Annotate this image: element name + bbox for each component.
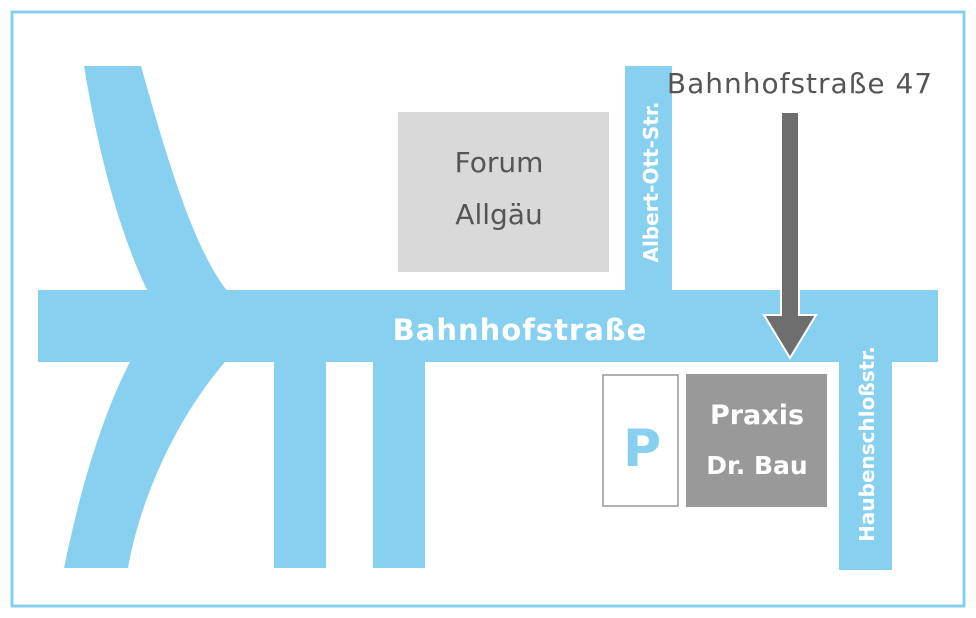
praxis-label-line1: Praxis <box>710 400 804 431</box>
curved-road-upper <box>84 66 228 292</box>
building-praxis <box>686 374 827 507</box>
arrow-down-icon <box>762 111 818 360</box>
parking-icon: P <box>623 419 661 479</box>
praxis-label-line2: Dr. Bau <box>706 451 807 480</box>
map-frame <box>10 10 966 608</box>
forum-label-line2: Allgäu <box>455 198 542 231</box>
street-label-bahnhofstrasse: Bahnhofstraße <box>393 313 648 347</box>
road-albert-ott-str <box>625 66 672 292</box>
road-haubenschlossstr <box>839 360 892 570</box>
forum-label-line1: Forum <box>455 146 544 179</box>
street-label-haubenschlossstr: Haubenschloßstr. <box>855 346 879 542</box>
address-label: Bahnhofstraße 47 <box>667 67 933 100</box>
curved-road-lower <box>64 362 225 568</box>
road-south-1 <box>274 360 326 568</box>
building-forum-allgaeu <box>398 112 609 272</box>
parking-area <box>602 374 679 507</box>
street-label-albert-ott-str: Albert-Ott-Str. <box>639 102 663 263</box>
road-south-2 <box>373 360 425 568</box>
